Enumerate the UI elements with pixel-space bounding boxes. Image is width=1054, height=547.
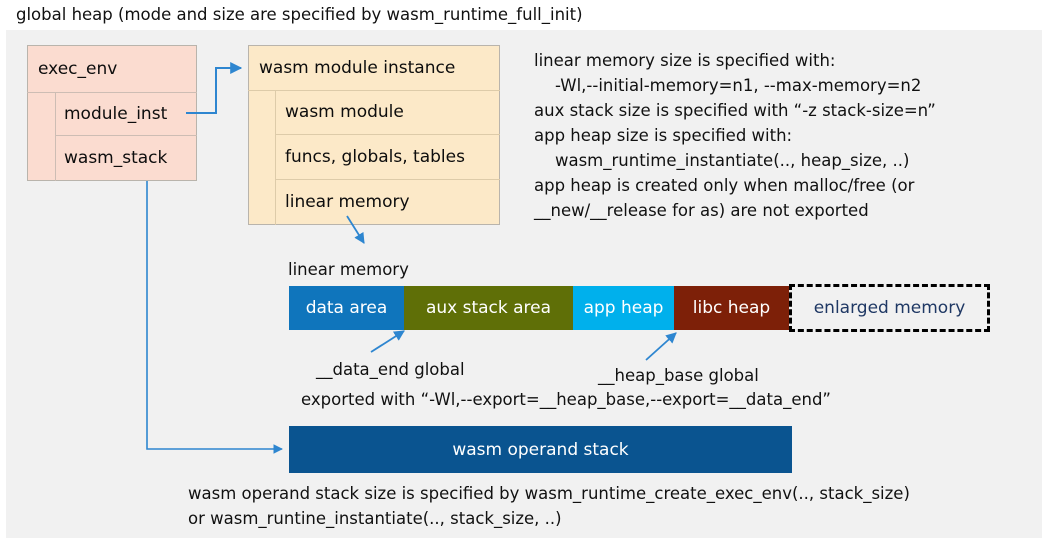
page-title: global heap (mode and size are specified… — [16, 5, 583, 24]
exec-env-field-module-inst: module_inst — [64, 92, 197, 135]
memory-segment-app-heap: app heap — [573, 286, 674, 330]
module-instance-indent-rule — [275, 90, 276, 225]
data-end-annotation: __data_end global — [316, 360, 465, 379]
exec-env-title: exec_env — [38, 45, 197, 92]
memory-segment-libc-heap: libc heap — [674, 286, 789, 330]
memory-segment-data-area-label: data area — [305, 298, 388, 318]
wasm-module-instance-box — [248, 45, 500, 225]
module-instance-field-linear-memory-label: linear memory — [285, 192, 410, 212]
exec-env-divider-2 — [55, 135, 197, 136]
module-instance-field-wasm-module: wasm module — [285, 90, 500, 134]
exec-env-indent-rule — [55, 92, 56, 181]
heap-base-annotation: __heap_base global — [598, 366, 759, 385]
exec-env-field-wasm-stack: wasm_stack — [64, 135, 197, 181]
exec-env-divider-1 — [27, 92, 197, 93]
module-instance-field-funcs-globals-tables: funcs, globals, tables — [285, 134, 500, 179]
memory-segment-aux-stack-area-label: aux stack area — [425, 298, 552, 318]
exec-env-field-module-inst-label: module_inst — [64, 103, 168, 124]
wasm-operand-stack-label: wasm operand stack — [452, 439, 629, 460]
module-instance-divider-2 — [275, 134, 500, 135]
exec-env-title-label: exec_env — [38, 58, 118, 79]
linear-memory-caption: linear memory — [288, 260, 409, 279]
memory-segment-data-area: data area — [289, 286, 404, 330]
memory-segment-enlarged-memory: enlarged memory — [789, 284, 990, 332]
memory-segment-enlarged-memory-label: enlarged memory — [813, 298, 966, 318]
wasm-operand-stack-bar: wasm operand stack — [289, 426, 792, 473]
module-instance-field-funcs-globals-tables-label: funcs, globals, tables — [285, 146, 465, 167]
memory-config-note: linear memory size is specified with: -W… — [534, 51, 936, 220]
module-instance-divider-3 — [275, 179, 500, 180]
module-instance-field-linear-memory: linear memory — [285, 179, 500, 225]
memory-segment-app-heap-label: app heap — [583, 298, 664, 318]
module-instance-title-label: wasm module instance — [259, 57, 456, 78]
module-instance-divider-1 — [248, 90, 500, 91]
operand-stack-config-note: wasm operand stack size is specified by … — [188, 484, 910, 528]
exported-with-annotation: exported with “-Wl,--export=__heap_base,… — [301, 390, 831, 409]
memory-segment-aux-stack-area: aux stack area — [404, 286, 573, 330]
module-instance-title: wasm module instance — [259, 45, 500, 90]
memory-segment-libc-heap-label: libc heap — [692, 298, 771, 318]
exec-env-field-wasm-stack-label: wasm_stack — [64, 148, 168, 168]
module-instance-field-wasm-module-label: wasm module — [285, 102, 404, 122]
